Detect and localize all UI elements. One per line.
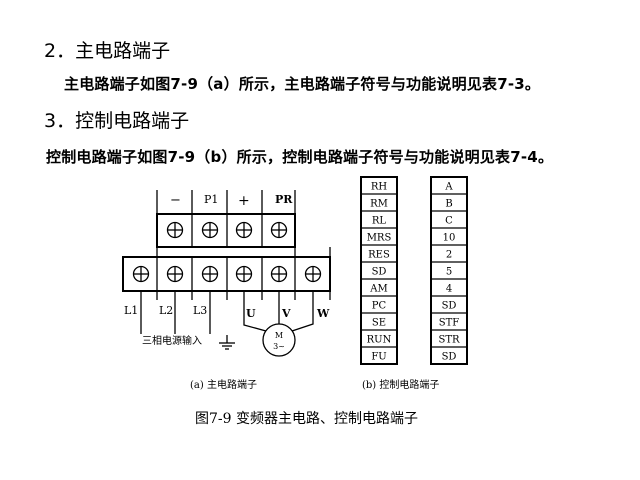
control-terminal-right: STF	[439, 318, 460, 329]
caption-b: (b) 控制电路端子	[362, 378, 439, 391]
control-terminal-left: RL	[372, 216, 387, 227]
control-terminal-left: AM	[369, 284, 387, 295]
terminal-screw-icon	[132, 265, 150, 283]
label-v: V	[281, 307, 291, 320]
control-circuit-terminals: RHRMRLMRSRESSDAMPCSERUNFUABC10254SDSTFST…	[360, 176, 468, 365]
label-l3: L3	[193, 304, 207, 317]
label-l1: L1	[124, 304, 138, 317]
caption-a: (a) 主电路端子	[190, 378, 257, 391]
label-plus: +	[238, 193, 250, 209]
control-terminal-left: PC	[372, 301, 387, 312]
terminal-screw-icon	[166, 265, 184, 283]
label-minus: −	[170, 193, 181, 208]
control-terminal-right: 5	[446, 267, 452, 278]
control-terminal-right: 2	[446, 250, 452, 261]
control-terminal-left: RM	[370, 199, 388, 210]
terminal-screw-icon	[201, 265, 219, 283]
section3-text: 控制电路端子如图7-9（b）所示，控制电路端子符号与功能说明见表7-4。	[46, 148, 554, 166]
section3-heading: 3．控制电路端子	[44, 110, 190, 132]
motor-phase: 3~	[273, 342, 285, 351]
control-terminal-right: SD	[442, 301, 457, 312]
label-u: U	[246, 307, 256, 320]
main-circuit-terminals	[122, 190, 331, 357]
terminal-screw-icon	[235, 265, 253, 283]
motor-label: M	[275, 331, 283, 340]
control-terminal-right: C	[445, 216, 453, 227]
terminal-screw-icon	[270, 265, 288, 283]
section2-heading: 2．主电路端子	[44, 40, 171, 62]
label-pr: PR	[275, 193, 293, 206]
control-terminal-left: SD	[372, 267, 387, 278]
control-terminal-left: FU	[371, 352, 386, 363]
terminal-screw-icon	[270, 221, 288, 239]
terminal-screw-icon	[304, 265, 322, 283]
terminal-screw-icon	[166, 221, 184, 239]
figure-caption: 图7-9 变频器主电路、控制电路端子	[195, 411, 418, 427]
control-terminal-right: STR	[438, 335, 460, 346]
control-terminal-left: RH	[371, 182, 388, 193]
control-terminal-right: B	[445, 199, 452, 210]
control-terminal-right: A	[444, 182, 453, 193]
label-w: W	[316, 307, 330, 320]
section2-text: 主电路端子如图7-9（a）所示，主电路端子符号与功能说明见表7-3。	[64, 75, 541, 93]
terminal-screw-icon	[201, 221, 219, 239]
control-terminal-left: SE	[372, 318, 386, 329]
control-terminal-right: 10	[443, 233, 456, 244]
label-l2: L2	[159, 304, 173, 317]
control-terminal-left: RUN	[367, 335, 392, 346]
label-p1: P1	[204, 193, 218, 206]
motor-icon	[262, 323, 296, 357]
input-label: 三相电源输入	[142, 334, 202, 347]
terminal-screw-icon	[235, 221, 253, 239]
ground-icon	[219, 335, 235, 350]
control-terminal-left: RES	[368, 250, 390, 261]
control-terminal-right: SD	[442, 352, 457, 363]
control-terminal-right: 4	[446, 284, 452, 295]
control-terminal-left: MRS	[367, 233, 392, 244]
